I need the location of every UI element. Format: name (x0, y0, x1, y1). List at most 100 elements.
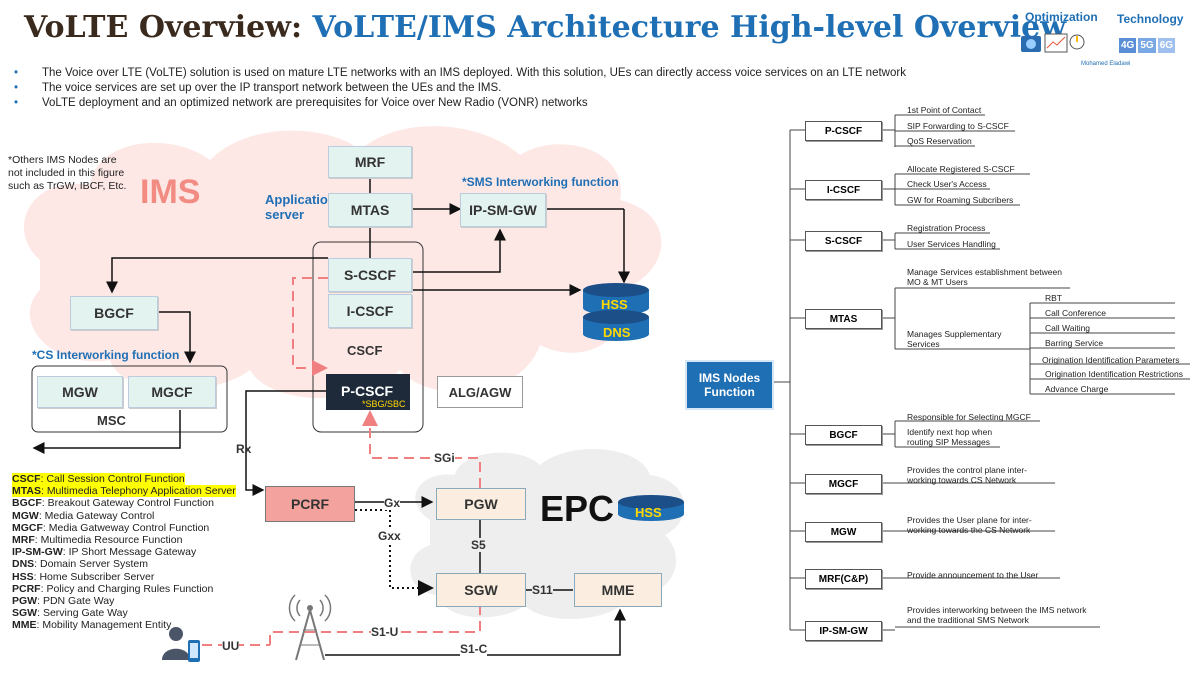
legend-abbr: PCRF (12, 582, 41, 595)
mgw-node[interactable]: MGW (37, 376, 123, 408)
s1u-label: S1-U (371, 625, 399, 639)
sgw-node[interactable]: SGW (436, 573, 526, 607)
tree-item: Identify next hop when routing SIP Messa… (907, 427, 993, 447)
tree-scscf[interactable]: S-CSCF (805, 231, 882, 251)
tree-item: Provides the User plane for inter-workin… (907, 515, 1032, 535)
legend-row: MRF: Multimedia Resource Function (12, 534, 183, 547)
legend-text: Multimedia Telephony Application Server (46, 485, 236, 498)
tree-bgcf[interactable]: BGCF (805, 425, 882, 445)
pcscf-node[interactable]: P-CSCF *SBG/SBC (326, 374, 410, 410)
s5-label: S5 (471, 538, 486, 552)
tree-pcscf[interactable]: P-CSCF (805, 121, 882, 141)
legend-row: CSCF: Call Session Control Function (12, 473, 185, 485)
legend-text: Media Gateway Control (44, 509, 155, 522)
hss-label: HSS (601, 297, 628, 312)
page-title: VoLTE Overview: VoLTE/IMS Architecture H… (24, 10, 1066, 45)
tree-item: Manage Services establishment between MO… (907, 267, 1062, 287)
legend-row: MGCF: Media Gatweway Control Function (12, 521, 210, 534)
ipsmgw-node[interactable]: IP-SM-GW (460, 193, 546, 227)
tree-subitem: RBT (1045, 293, 1062, 303)
legend-text: Call Session Control Function (46, 473, 185, 485)
legend-text: Media Gatweway Control Function (48, 521, 210, 534)
mme-node[interactable]: MME (574, 573, 662, 607)
tree-subitem: Call Conference (1045, 308, 1106, 318)
tree-item: Registration Process (907, 223, 986, 233)
title-part2: VoLTE/IMS Architecture High-level Overvi… (312, 10, 1067, 45)
tree-mtas[interactable]: MTAS (805, 309, 882, 329)
legend-row: SGW: Serving Gate Way (12, 607, 128, 620)
legend-abbr: CSCF (12, 473, 41, 485)
pgw-node[interactable]: PGW (436, 488, 526, 520)
gxx-label: Gxx (378, 529, 401, 543)
tree-item: Responsible for Selecting MGCF (907, 412, 1031, 422)
gen-badges: 4G 5G 6G (1119, 38, 1176, 53)
mrf-node[interactable]: MRF (328, 146, 412, 178)
tree-item: QoS Reservation (907, 136, 972, 146)
rx-label: Rx (236, 442, 252, 456)
bgcf-node[interactable]: BGCF (70, 296, 158, 330)
hss-dns-cylinders (583, 283, 684, 521)
tree-mgcf[interactable]: MGCF (805, 474, 882, 494)
tree-item: GW for Roaming Subcribers (907, 195, 1014, 205)
tree-icscf[interactable]: I-CSCF (805, 180, 882, 200)
intro-bullets: •The Voice over LTE (VoLTE) solution is … (10, 66, 910, 111)
legend-abbr: IP-SM-GW (12, 546, 63, 559)
legend-row: MGW: Media Gateway Control (12, 509, 155, 522)
legend-text: Mobility Management Entity (42, 619, 172, 632)
logo-optimization: Optimization (1025, 10, 1098, 24)
mtas-node[interactable]: MTAS (328, 193, 412, 227)
gen-6g: 6G (1157, 38, 1176, 53)
icscf-node[interactable]: I-CSCF (328, 294, 412, 328)
app-server-label: Application server (265, 192, 336, 222)
tree-item: Manages Supplementary Services (907, 329, 1002, 349)
msc-label: MSC (97, 413, 126, 428)
tree-item: Check User's Access (907, 179, 987, 189)
legend-abbr: BGCF (12, 497, 42, 510)
legend-text: IP Short Message Gateway (68, 546, 197, 559)
tree-subitem: Call Waiting (1045, 323, 1091, 333)
logo: Optimization Technology 4G 5G 6G Mohamed… (1015, 8, 1195, 70)
cscf-group (312, 241, 424, 433)
tree-subitem: Origination Identification Restrictions (1045, 369, 1183, 379)
scscf-node[interactable]: S-CSCF (328, 258, 412, 292)
legend-row: HSS: Home Subscriber Server (12, 570, 155, 583)
algagw-node[interactable]: ALG/AGW (437, 376, 523, 408)
tree-item: SIP Forwarding to S-CSCF (907, 121, 1009, 131)
gen-4g: 4G (1119, 38, 1137, 53)
sms-interworking-label: *SMS Interworking function (462, 175, 619, 189)
sgi-label: SGi (434, 451, 455, 465)
bullet-item: •The voice services are set up over the … (14, 82, 502, 94)
legend-text: Multimedia Resource Function (40, 534, 183, 547)
legend-text: PDN Gate Way (42, 595, 115, 608)
tree-mrf[interactable]: MRF(C&P) (805, 569, 882, 589)
bullet-item: •VoLTE deployment and an optimized netwo… (14, 97, 588, 109)
tree-item: Provides the control plane inter-working… (907, 465, 1028, 485)
tree-item: Provides interworking between the IMS ne… (907, 605, 1087, 625)
tree-mgw[interactable]: MGW (805, 522, 882, 542)
tree-item: User Services Handling (907, 239, 996, 249)
pcrf-node[interactable]: PCRF (265, 486, 355, 522)
legend-abbr: MGW (12, 509, 39, 522)
ims-label: IMS (140, 173, 201, 211)
legend-abbr: DNS (12, 558, 35, 571)
legend-text: Policy and Charging Rules Function (46, 582, 214, 595)
pcscf-label: P-CSCF (341, 383, 394, 399)
legend-row: PGW: PDN Gate Way (12, 595, 115, 608)
legend-row: IP-SM-GW: IP Short Message Gateway (12, 546, 197, 559)
tree-item: 1st Point of Contact (907, 105, 982, 115)
monitor-icon (1021, 33, 1085, 53)
tree-item: Provide announcement to the User (907, 570, 1039, 580)
s1c-label: S1-C (460, 642, 488, 656)
legend-row: MME: Mobility Management Entity (12, 619, 172, 632)
gx-label: Gx (384, 496, 401, 510)
mgcf-node[interactable]: MGCF (128, 376, 216, 408)
legend-text: Domain Server System (40, 558, 148, 571)
s11-label: S11 (532, 583, 553, 597)
tree-ipsmgw[interactable]: IP-SM-GW (805, 621, 882, 641)
logo-technology: Technology (1117, 12, 1184, 26)
legend-row: PCRF: Policy and Charging Rules Function (12, 582, 214, 595)
tree-root-node[interactable]: IMS Nodes Function (685, 360, 774, 410)
epc-label: EPC (540, 488, 615, 529)
legend-row: BGCF: Breakout Gateway Control Function (12, 497, 214, 510)
